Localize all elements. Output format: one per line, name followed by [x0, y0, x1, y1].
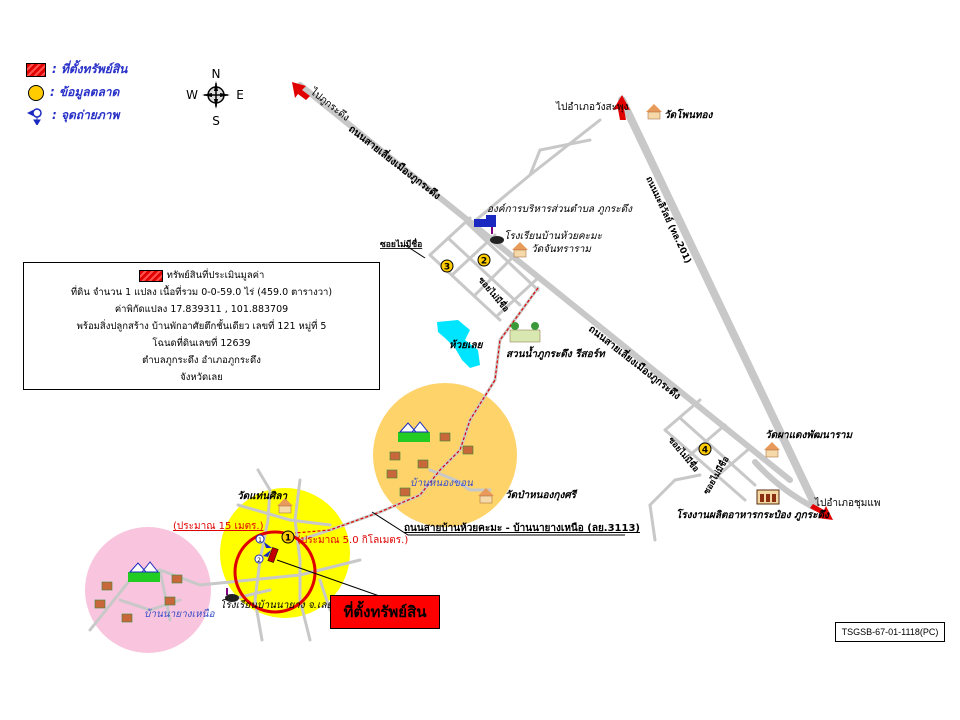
- label-school-na-yang: โรงเรียนบ้านนายาง จ.เลย: [220, 599, 333, 611]
- label-wat-waen: วัดแท่นศิลา: [237, 490, 288, 502]
- temple-wat-pha-daeng-icon: [764, 442, 780, 458]
- legend-label: : จุดถ่ายภาพ: [52, 108, 120, 122]
- school-icons: [225, 227, 504, 602]
- legend-label: : ข้อมูลตลาด: [50, 85, 120, 99]
- market-data-circle-icon: [28, 84, 44, 101]
- label-distance-15m: (ประมาณ 15 เมตร.): [173, 521, 264, 532]
- label-village-nong-khon: บ้านหนองขอน: [410, 477, 474, 489]
- label-soi-1: ซอยไม่มีชื่อ: [380, 237, 422, 250]
- label-resort: สวนน้ำภูกระดึง รีสอร์ท: [506, 346, 606, 360]
- resort-icon: [509, 322, 541, 343]
- label-village-na-yang: บ้านนายางเหนือ: [144, 608, 215, 620]
- office-sao-icon: [474, 215, 496, 227]
- compass-w: W: [186, 88, 198, 102]
- photo-point-icon: [27, 107, 42, 125]
- label-to-wang-saphung: ไปอำเภอวังสะพุง: [555, 101, 629, 113]
- market-marker-2[interactable]: 2: [477, 253, 491, 267]
- legend-label: : ที่ตั้งทรัพย์สิน: [52, 62, 128, 76]
- property-hatch-icon: [26, 62, 46, 77]
- legend-item-market: : ข้อมูลตลาด: [26, 81, 127, 104]
- temple-wat-phon-icon: [646, 104, 662, 120]
- info-line: จังหวัดเลย: [180, 372, 223, 383]
- legend-item-property: : ที่ตั้งทรัพย์สิน: [26, 58, 127, 81]
- zone-ban-na-yang-nuea: [85, 527, 211, 653]
- property-info-box: ทรัพย์สินที่ประเมินมูลค่า ที่ดิน จำนวน 1…: [23, 262, 380, 390]
- svg-text:2: 2: [257, 557, 261, 564]
- label-school-huai: โรงเรียนบ้านห้วยคะมะ: [504, 230, 603, 242]
- legend-item-photo: : จุดถ่ายภาพ: [26, 104, 127, 127]
- compass-s: S: [212, 114, 220, 128]
- market-marker-4[interactable]: 4: [698, 442, 712, 456]
- label-road-3113: ถนนสายบ้านห้วยคะมะ - บ้านนายางเหนือ (ลย.…: [404, 522, 640, 534]
- village-houses-na-yang: [94, 561, 183, 623]
- zone-property: [220, 488, 350, 618]
- property-location-callout: ที่ตั้งทรัพย์สิน: [330, 595, 440, 629]
- label-distance-5km: (ประมาณ 5.0 กิโลเมตร.): [297, 533, 408, 546]
- compass-rose: N S W E: [186, 67, 244, 128]
- property-hatch-icon: [138, 269, 163, 282]
- village-houses-nong-khon: [386, 421, 474, 497]
- document-code: TSGSB-67-01-1118(PC): [835, 622, 945, 642]
- label-road-bypass-north: ถนนสายเลี่ยงเมืองภูกระดึง: [346, 121, 445, 203]
- label-soi-4: ซอยไม่มีชื่อ: [699, 453, 731, 496]
- info-line: พร้อมสิ่งปลูกสร้าง บ้านพักอาศัยตึกชั้นเด…: [76, 321, 327, 332]
- property-marker-icon: [267, 547, 279, 563]
- svg-text:3: 3: [444, 263, 450, 273]
- info-line: โฉนดที่ดินเลขที่ 12639: [152, 338, 251, 349]
- info-line: ที่ดิน จำนวน 1 แปลง เนื้อที่รวม 0-0-59.0…: [70, 287, 333, 298]
- temple-icons: [277, 104, 780, 514]
- market-marker-3[interactable]: 3: [440, 259, 454, 273]
- label-huai-loei: ห้วยเลย: [449, 339, 484, 351]
- svg-text:4: 4: [702, 446, 708, 456]
- label-sao: องค์การบริหารส่วนตำบล ภูกระดึง: [487, 203, 633, 215]
- direction-arrows: [292, 82, 833, 520]
- label-wat-pha-daeng: วัดผาแดงพัฒนาราม: [765, 429, 853, 441]
- label-wat-pa-nong: วัดป่าหนองกุงศรี: [505, 489, 578, 501]
- svg-text:1: 1: [258, 537, 262, 544]
- info-line: ตำบลภูกระดึง อำเภอภูกระดึง: [142, 355, 261, 366]
- market-markers: 1 2 3 4: [281, 253, 712, 544]
- label-factory: โรงงานผลิตอาหารกระป๋อง ภูกระดึง: [676, 508, 830, 521]
- arrow-to-chum-phae-icon: [810, 504, 833, 520]
- map-legend: : ที่ตั้งทรัพย์สิน : ข้อมูลตลาด : จุดถ่า…: [26, 58, 127, 127]
- info-box-header: ทรัพย์สินที่ประเมินมูลค่า: [24, 267, 379, 284]
- label-to-phu-kradueng: ไปภูกระดึง: [307, 85, 352, 124]
- info-line: ค่าพิกัดแปลง 17.839311 , 101.883709: [114, 304, 289, 315]
- label-to-chum-phae: ไปอำเภอชุมแพ: [814, 497, 880, 509]
- school-huai-icon: [490, 227, 504, 244]
- property-ring: [233, 530, 317, 614]
- label-wat-phon: วัดโพนทอง: [664, 108, 714, 121]
- market-marker-1[interactable]: 1: [281, 530, 295, 544]
- temple-wat-waen-icon: [277, 498, 293, 514]
- svg-text:2: 2: [481, 257, 487, 267]
- compass-n: N: [212, 67, 221, 81]
- label-soi-3: ซอยไม่มีชื่อ: [666, 434, 703, 475]
- photo-point-1[interactable]: 1: [255, 534, 272, 548]
- label-road-201: ถนนมะลิวัลย์ (ทล.201): [643, 174, 694, 265]
- route-dashed: [294, 287, 539, 534]
- svg-text:1: 1: [285, 534, 291, 544]
- info-box-title: ทรัพย์สินที่ประเมินมูลค่า: [166, 270, 265, 281]
- school-na-yang-icon: [225, 588, 239, 602]
- temple-wat-chan-icon: [512, 242, 528, 258]
- arrow-to-wang-saphung-icon: [613, 95, 630, 120]
- photo-point-2[interactable]: 2: [254, 550, 271, 564]
- photo-points: 1 2: [254, 534, 272, 564]
- compass-e: E: [236, 88, 244, 102]
- arrow-to-phu-kradueng-icon: [292, 82, 310, 100]
- village-symbol-icon: [128, 561, 160, 582]
- label-wat-chan: วัดจันทราราม: [531, 244, 592, 255]
- factory-icon: [756, 489, 780, 505]
- label-road-bypass-south: ถนนสายเลี่ยงเมืองภูกระดึง: [586, 321, 685, 403]
- village-symbol-icon: [398, 421, 430, 442]
- leader-lines: [276, 244, 625, 599]
- temple-wat-pa-icon: [478, 488, 494, 504]
- huai-loei-water: [437, 320, 480, 368]
